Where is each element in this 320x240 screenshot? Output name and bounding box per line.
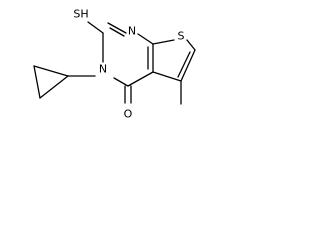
bond-cyclopropyl-c (39, 75, 69, 99)
atom-label-carbonyl-oxygen: O (124, 108, 133, 121)
atom-label-ring-nitrogen-substituted: N (99, 63, 107, 76)
bond-cyclopropyl-b (33, 65, 41, 99)
atom-label-layer: SH N S N O (73, 8, 184, 121)
bond-c6-c5-double (177, 51, 191, 78)
molecule-structure-diagram: SH N S N O (33, 8, 196, 121)
bond-layer (33, 21, 196, 105)
bond-c2-sh (87, 21, 104, 34)
bond-c5-c4a (152, 71, 182, 82)
bond-c2-n1-double (109, 27, 125, 37)
atom-label-thiol: SH (73, 8, 88, 21)
bond-n1-c7a (137, 33, 154, 45)
bond-cyclopropyl-a (33, 65, 69, 77)
bond-c6-c5 (180, 49, 196, 82)
bond-s-c6 (186, 39, 196, 51)
bond-c4-n3 (113, 77, 129, 87)
bond-c2-n1 (107, 22, 127, 34)
atom-label-ring-nitrogen-top: N (128, 25, 136, 38)
atom-label-thiophene-sulfur: S (178, 30, 185, 43)
bond-c4a-c4 (127, 71, 154, 87)
bond-c7a-s (152, 39, 175, 45)
